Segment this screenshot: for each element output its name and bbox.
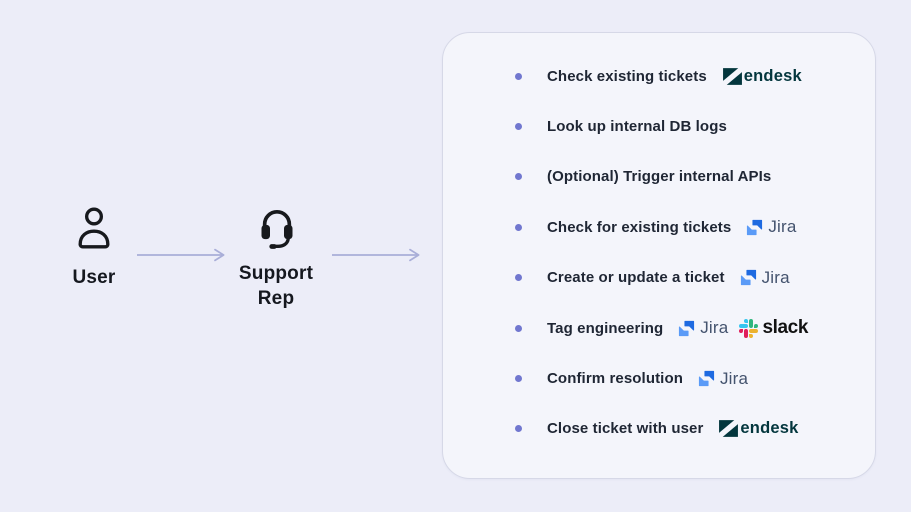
- jira-wordmark: Jira: [700, 318, 729, 338]
- tool-logos: Jira: [740, 268, 790, 288]
- tool-logos: endesk: [718, 419, 798, 438]
- jira-logo: Jira: [698, 369, 748, 389]
- task-label: Close ticket with user: [547, 420, 704, 438]
- zendesk-logo: endesk: [722, 67, 802, 86]
- jira-icon: [740, 270, 756, 286]
- tool-logos: Jira slack: [678, 317, 808, 339]
- zendesk-wordmark: endesk: [740, 419, 799, 438]
- bullet-icon: [515, 123, 522, 131]
- task-label: Confirm resolution: [547, 370, 683, 388]
- zendesk-wordmark: endesk: [743, 66, 802, 85]
- task-row: Tag engineering Jira slack: [443, 303, 875, 353]
- slack-hash-icon: [739, 318, 759, 338]
- task-row: Close ticket with user endesk: [443, 404, 875, 454]
- bullet-icon: [515, 173, 522, 181]
- bullet-icon: [515, 425, 522, 433]
- task-panel: Check existing tickets endesk Look up in…: [442, 32, 876, 479]
- slack-logo: slack: [739, 317, 808, 339]
- jira-logo: Jira: [746, 217, 796, 237]
- bullet-icon: [515, 72, 522, 80]
- tool-logos: endesk: [722, 67, 802, 86]
- jira-icon: [698, 370, 715, 387]
- task-label: Check for existing tickets: [547, 218, 732, 236]
- task-row: Create or update a ticket Jira: [443, 253, 875, 303]
- arrow-support-to-panel: [332, 248, 420, 262]
- task-label: Look up internal DB logs: [547, 118, 727, 136]
- jira-icon: [747, 219, 763, 235]
- support-rep-node-label: Support Rep: [238, 263, 314, 309]
- task-list: Check existing tickets endesk Look up in…: [443, 51, 875, 454]
- zendesk-z-icon: [722, 67, 742, 85]
- jira-logo: Jira: [678, 318, 728, 338]
- bullet-icon: [515, 223, 522, 231]
- person-icon: [78, 207, 110, 249]
- task-label: (Optional) Trigger internal APIs: [547, 168, 772, 186]
- bullet-icon: [515, 274, 522, 282]
- jira-wordmark: Jira: [761, 267, 790, 287]
- slack-wordmark: slack: [762, 317, 808, 339]
- jira-wordmark: Jira: [719, 368, 749, 388]
- task-row: Look up internal DB logs: [443, 101, 875, 151]
- task-label: Check existing tickets: [547, 67, 707, 85]
- task-row: Check for existing tickets Jira: [443, 202, 875, 252]
- task-label: Create or update a ticket: [547, 269, 725, 287]
- tool-logos: Jira: [746, 217, 796, 237]
- task-row: Confirm resolution Jira: [443, 353, 875, 403]
- arrow-user-to-support: [137, 248, 225, 262]
- bullet-icon: [515, 375, 522, 383]
- zendesk-z-icon: [719, 420, 739, 438]
- task-row: (Optional) Trigger internal APIs: [443, 152, 875, 202]
- jira-logo: Jira: [740, 268, 790, 288]
- bullet-icon: [515, 324, 522, 332]
- task-label: Tag engineering: [547, 319, 664, 337]
- user-node-label: User: [72, 267, 116, 288]
- zendesk-logo: endesk: [718, 419, 798, 438]
- jira-icon: [679, 320, 695, 336]
- jira-wordmark: Jira: [768, 217, 797, 237]
- tool-logos: Jira: [698, 369, 748, 389]
- headset-icon: [261, 210, 293, 249]
- task-row: Check existing tickets endesk: [443, 51, 875, 101]
